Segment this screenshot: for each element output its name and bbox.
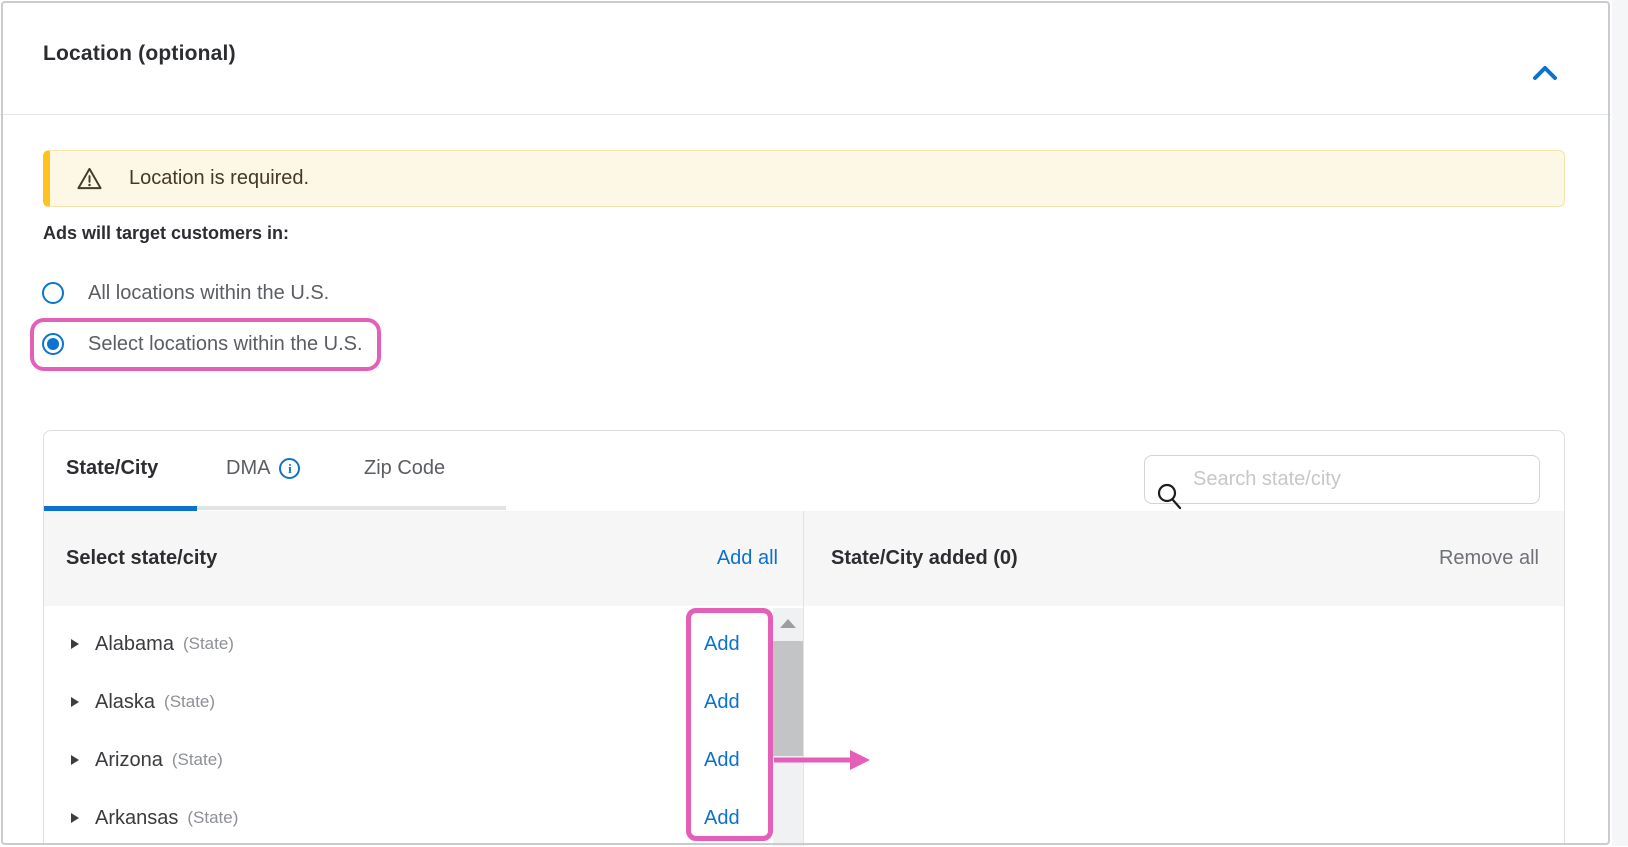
list-item-arkansas[interactable]: Arkansas (State) Add bbox=[44, 789, 803, 847]
list-item-alaska[interactable]: Alaska (State) Add bbox=[44, 673, 803, 731]
added-column-header: State/City added (0) Remove all bbox=[804, 511, 1564, 606]
radio-select-locations-label: Select locations within the U.S. bbox=[88, 332, 363, 355]
tab-dma-label: DMA bbox=[226, 457, 271, 479]
chevron-up-icon[interactable] bbox=[1528, 58, 1562, 90]
add-button[interactable]: Add bbox=[704, 748, 740, 771]
scrollbar-thumb[interactable] bbox=[773, 641, 803, 756]
state-type: (State) bbox=[164, 692, 216, 711]
window-outside-area bbox=[1612, 0, 1628, 846]
state-list: Alabama (State) Add Alaska (State) Add A… bbox=[44, 615, 803, 847]
list-scrollbar[interactable] bbox=[773, 608, 803, 846]
active-tab-indicator bbox=[44, 506, 197, 511]
radio-select-locations[interactable]: Select locations within the U.S. bbox=[42, 332, 363, 356]
search-box[interactable] bbox=[1144, 455, 1540, 510]
tab-zip-code-label: Zip Code bbox=[364, 457, 446, 479]
search-icon bbox=[1157, 483, 1182, 510]
list-item-arizona[interactable]: Arizona (State) Add bbox=[44, 731, 803, 789]
alert-text: Location is required. bbox=[129, 167, 310, 189]
state-name: Alabama bbox=[95, 632, 174, 655]
radio-selected-icon[interactable] bbox=[42, 333, 64, 355]
state-type: (State) bbox=[182, 634, 234, 653]
caret-right-icon[interactable] bbox=[71, 639, 79, 649]
add-all-link[interactable]: Add all bbox=[716, 547, 778, 569]
tab-strip-divider bbox=[197, 506, 506, 510]
state-type: (State) bbox=[187, 808, 239, 827]
tab-dma[interactable]: DMA i bbox=[226, 431, 301, 506]
alert-banner: Location is required. bbox=[43, 150, 1565, 207]
caret-up-icon bbox=[780, 618, 796, 628]
caret-right-icon[interactable] bbox=[71, 755, 79, 765]
radio-unselected-icon[interactable] bbox=[42, 282, 64, 304]
targeting-label: Ads will target customers in: bbox=[43, 223, 290, 243]
radio-all-locations-label: All locations within the U.S. bbox=[88, 281, 330, 304]
radio-all-locations[interactable]: All locations within the U.S. bbox=[42, 281, 329, 305]
tab-zip-code[interactable]: Zip Code bbox=[364, 431, 445, 506]
column-headers-band: Select state/city Add all State/City add… bbox=[44, 511, 1564, 606]
select-column-title: Select state/city bbox=[66, 547, 218, 569]
column-divider bbox=[803, 511, 804, 846]
location-picker-panel: State/City DMA i Zip Code Select state/c… bbox=[43, 430, 1565, 847]
tab-state-city[interactable]: State/City bbox=[66, 431, 158, 506]
state-name: Arizona bbox=[95, 748, 163, 771]
add-button[interactable]: Add bbox=[704, 690, 740, 713]
state-name: Alaska bbox=[95, 690, 156, 713]
section-title: Location (optional) bbox=[43, 42, 236, 65]
remove-all-link[interactable]: Remove all bbox=[1438, 547, 1539, 569]
search-input[interactable] bbox=[1193, 456, 1533, 503]
add-button[interactable]: Add bbox=[704, 806, 740, 829]
scroll-up-button[interactable] bbox=[773, 608, 803, 638]
info-icon[interactable]: i bbox=[279, 458, 301, 479]
state-type: (State) bbox=[171, 750, 223, 769]
section-header: Location (optional) bbox=[0, 0, 1611, 115]
added-column-title: State/City added (0) bbox=[831, 547, 1018, 569]
state-name: Arkansas bbox=[95, 806, 179, 829]
add-button[interactable]: Add bbox=[704, 632, 740, 655]
list-item-alabama[interactable]: Alabama (State) Add bbox=[44, 615, 803, 673]
select-column-header: Select state/city Add all bbox=[44, 511, 803, 606]
caret-right-icon[interactable] bbox=[71, 813, 79, 823]
tab-state-city-label: State/City bbox=[66, 457, 159, 479]
caret-right-icon[interactable] bbox=[71, 697, 79, 707]
warning-triangle-icon bbox=[77, 167, 102, 190]
